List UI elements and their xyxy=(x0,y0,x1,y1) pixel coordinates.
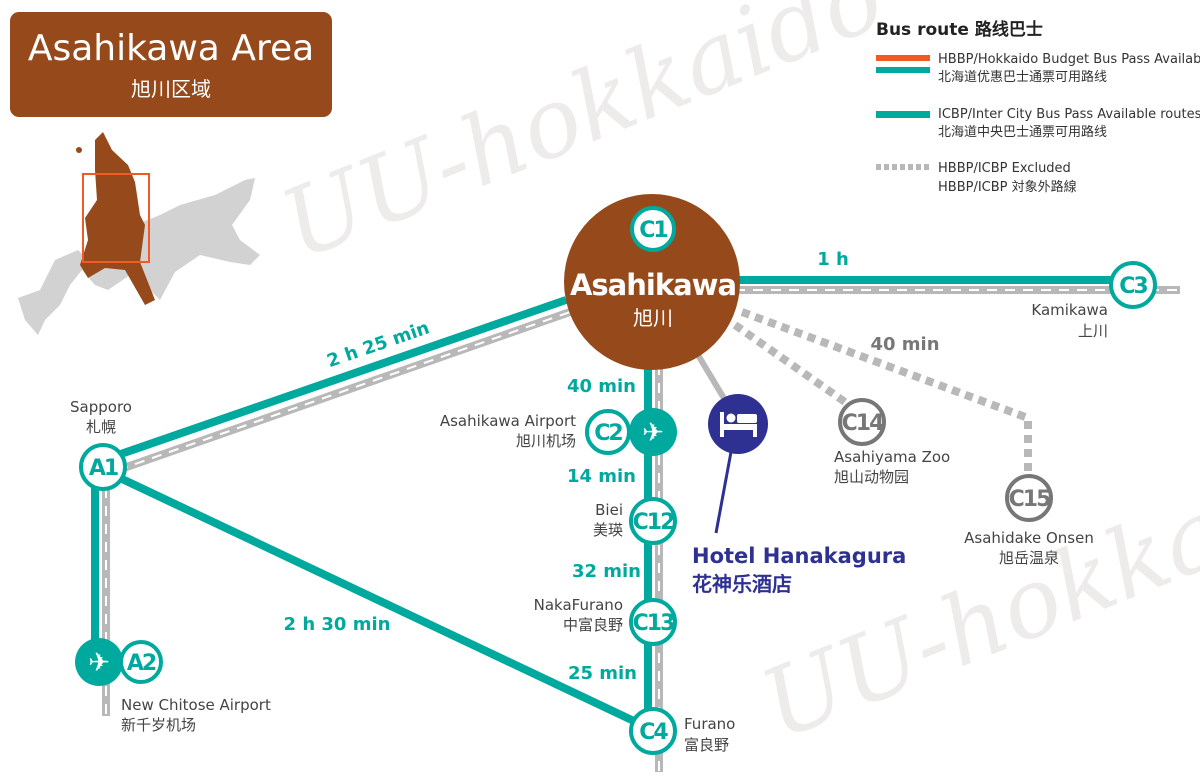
station-name-zh: 旭川机场 xyxy=(516,432,576,450)
airport-icon-bg xyxy=(629,408,677,456)
station-name-en: Asahidake Onsen xyxy=(964,529,1094,547)
station-code: A2 xyxy=(127,651,156,676)
station-code: C13 xyxy=(633,611,674,636)
duration-c1-c15: 40 min xyxy=(870,334,939,355)
title-en: Asahikawa Area xyxy=(28,28,314,69)
station-a1[interactable]: A1 Sapporo 札幌 xyxy=(70,398,132,491)
legend-excluded-zh: HBBP/ICBP 対象外路線 xyxy=(938,179,1077,195)
hotel-name-en: Hotel Hanakagura xyxy=(692,544,906,568)
duration-c1-c2: 40 min xyxy=(567,376,636,397)
station-name-en: Asahiyama Zoo xyxy=(834,448,950,466)
station-name-zh: 中富良野 xyxy=(563,616,623,634)
station-code: A1 xyxy=(89,456,118,481)
station-code: C15 xyxy=(1009,487,1050,512)
legend-title: Bus route 路线巴士 xyxy=(876,19,1043,40)
hub-asahikawa[interactable]: C1 Asahikawa 旭川 xyxy=(564,194,740,370)
hotel-hanakagura[interactable]: Hotel Hanakagura 花神乐酒店 xyxy=(692,394,906,596)
duration-c12-c13: 32 min xyxy=(572,561,641,582)
station-code: C12 xyxy=(633,510,674,535)
legend: Bus route 路线巴士 HBBP/Hokkaido Budget Bus … xyxy=(876,19,1200,195)
duration-c1-c3: 1 h xyxy=(817,249,849,270)
station-c14[interactable]: C14 Asahiyama Zoo 旭山动物园 xyxy=(834,398,950,486)
station-c2[interactable]: ✈ C2 Asahikawa Airport 旭川机场 xyxy=(440,408,677,456)
station-name-en: Biei xyxy=(595,501,623,519)
station-name-zh: 富良野 xyxy=(684,736,729,754)
station-a2[interactable]: ✈ A2 New Chitose Airport 新千岁机场 xyxy=(75,638,271,734)
duration-c13-c4: 25 min xyxy=(568,663,637,684)
duration-c2-c12: 14 min xyxy=(567,466,636,487)
station-name-en: Sapporo xyxy=(70,398,132,416)
station-name-zh: 美瑛 xyxy=(593,521,623,539)
station-name-zh: 札幌 xyxy=(86,418,116,436)
station-c12[interactable]: C12 Biei 美瑛 xyxy=(593,497,677,545)
duration-a1-c4: 2 h 30 min xyxy=(284,614,391,635)
legend-icbp-zh: 北海道中央巴士通票可用路线 xyxy=(938,124,1107,140)
bed-icon xyxy=(720,412,757,437)
station-code: C3 xyxy=(1119,274,1147,299)
area-title: Asahikawa Area 旭川区域 xyxy=(10,12,332,117)
legend-excluded-en: HBBP/ICBP Excluded xyxy=(938,161,1071,176)
hub-name-en: Asahikawa xyxy=(570,268,736,302)
airplane-icon: ✈ xyxy=(88,648,110,678)
station-c15[interactable]: C15 Asahidake Onsen 旭岳温泉 xyxy=(964,474,1094,567)
station-name-en: New Chitose Airport xyxy=(121,696,271,714)
legend-hbbp-en: HBBP/Hokkaido Budget Bus Pass Available … xyxy=(938,52,1200,67)
station-name-en: NakaFurano xyxy=(534,596,623,614)
airplane-icon: ✈ xyxy=(642,418,664,448)
hokkaido-inset-map xyxy=(18,132,260,335)
station-c13[interactable]: C13 NakaFurano 中富良野 xyxy=(534,596,677,646)
hub-name-zh: 旭川 xyxy=(633,306,673,330)
legend-icbp-en: ICBP/Inter City Bus Pass Available route… xyxy=(938,107,1200,122)
station-code: C14 xyxy=(842,411,884,436)
hotel-name-zh: 花神乐酒店 xyxy=(692,572,792,596)
station-c3[interactable]: C3 Kamikawa 上川 xyxy=(1031,261,1157,340)
station-name-en: Kamikawa xyxy=(1031,301,1108,319)
station-name-zh: 上川 xyxy=(1078,322,1108,340)
title-zh: 旭川区域 xyxy=(131,77,211,101)
station-code: C2 xyxy=(594,421,622,446)
legend-hbbp-zh: 北海道优惠巴士通票可用路线 xyxy=(938,69,1107,85)
station-name-zh: 新千岁机场 xyxy=(121,716,196,734)
svg-text:UU-hokkaido: UU-hokkaido xyxy=(747,419,1200,761)
airport-icon-bg xyxy=(75,638,123,686)
hotel-pointer-line xyxy=(714,451,733,534)
station-name-zh: 旭山动物园 xyxy=(834,468,909,486)
station-name-zh: 旭岳温泉 xyxy=(999,549,1059,567)
hub-code: C1 xyxy=(639,218,667,243)
station-name-en: Furano xyxy=(684,715,735,733)
station-c4[interactable]: C4 Furano 富良野 xyxy=(629,707,735,755)
station-code: C4 xyxy=(639,720,668,745)
station-name-en: Asahikawa Airport xyxy=(440,412,576,430)
